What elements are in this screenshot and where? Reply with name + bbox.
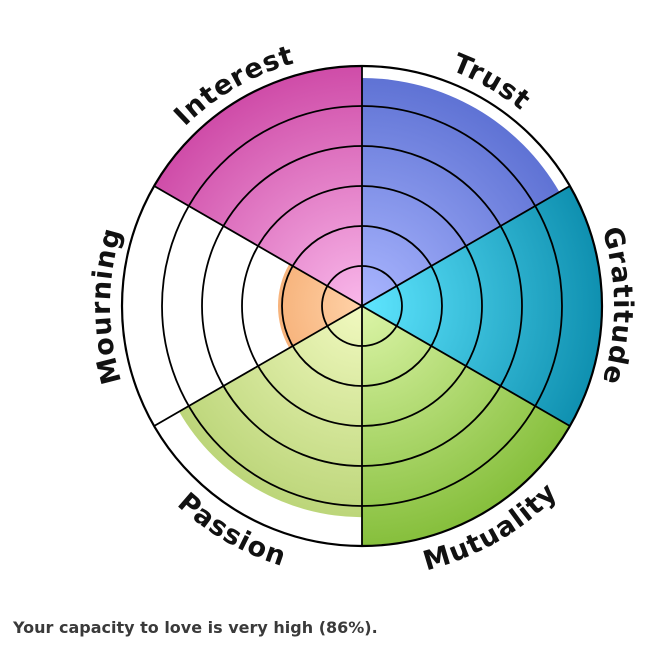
segment-fills [154, 66, 602, 546]
result-text: Your capacity to love is very high (86%)… [13, 618, 378, 637]
spoke-2 [361, 185, 571, 307]
love-wheel-svg: TrustGratitudeMutualityPassionMourningIn… [86, 40, 637, 577]
ring-grid [120, 64, 604, 548]
spoke-6 [153, 185, 363, 307]
segment-fill-mourning [278, 264, 362, 348]
spoke-3 [361, 305, 571, 427]
spoke-5 [153, 305, 363, 427]
segment-fill-trust [362, 78, 560, 306]
segment-fill-passion [179, 306, 362, 518]
